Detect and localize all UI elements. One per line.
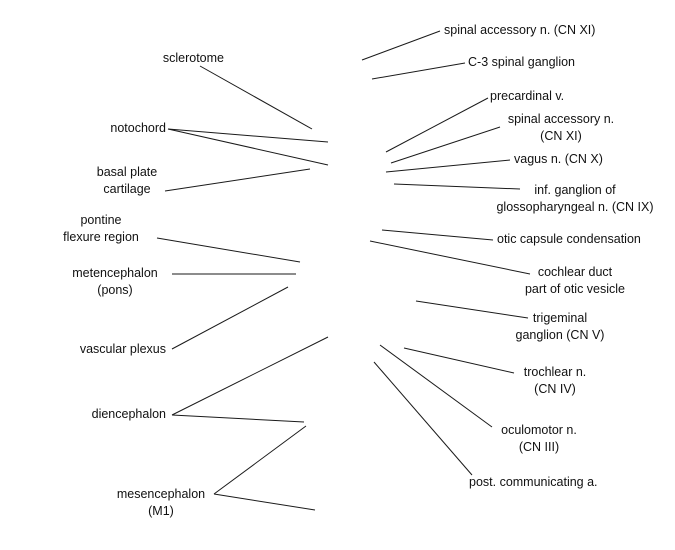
leader-mesencephalon-1 (213, 425, 307, 495)
leader-cochlear-duct (369, 240, 531, 275)
leader-inf-ganglion (393, 183, 521, 190)
leader-notochord-2 (167, 128, 329, 166)
label-vascular-plexus: vascular plexus (79, 342, 166, 356)
label-vagus-n: vagus n. (CN X) (514, 152, 603, 166)
leader-spinal-accessory-2 (390, 126, 501, 164)
label-otic-capsule-condensation: otic capsule condensation (497, 232, 641, 246)
leader-post-communicating (373, 361, 473, 476)
label-notochord: notochord (110, 121, 166, 135)
label-c3-spinal-ganglion: C-3 spinal ganglion (468, 55, 576, 69)
leader-c3-ganglion (371, 62, 466, 80)
label-diencephalon: diencephalon (91, 407, 166, 421)
leader-oculomotor (379, 344, 493, 428)
leader-vagus (385, 159, 511, 173)
label-metencephalon: metencephalon (pons) (72, 266, 158, 297)
label-cochlear-duct: cochlear duct part of otic vesicle (524, 265, 626, 296)
leader-trigeminal (415, 300, 529, 319)
label-spinal-accessory-2: spinal accessory n. (CN XI) (507, 112, 615, 143)
leader-trochlear (403, 347, 515, 374)
leader-diencephalon-1 (171, 336, 329, 416)
label-mesencephalon: mesencephalon (M1) (116, 487, 206, 518)
leader-basal-plate (164, 168, 311, 192)
leader-precardinal (385, 97, 489, 153)
label-precardinal-v: precardinal v. (490, 89, 565, 103)
leader-diencephalon-2 (171, 414, 305, 423)
label-sclerotome: sclerotome (162, 51, 224, 65)
leader-mesencephalon-2 (213, 493, 316, 511)
label-inf-ganglion-glossopharyngeal: inf. ganglion of glossopharyngeal n. (CN… (496, 183, 654, 214)
leader-vascular-plexus (171, 286, 289, 350)
label-basal-plate-cartilage: basal plate cartilage (96, 165, 158, 196)
label-trigeminal-ganglion: trigeminal ganglion (CN V) (515, 311, 605, 342)
leader-otic-capsule (381, 229, 494, 241)
label-post-communicating-a: post. communicating a. (469, 475, 598, 489)
leader-sclerotome (199, 65, 313, 130)
leader-notochord-1 (167, 128, 329, 143)
leader-pontine (156, 237, 301, 263)
label-pontine-flexure-region: pontine flexure region (63, 213, 139, 244)
leader-spinal-accessory-top (361, 30, 441, 61)
label-oculomotor-n: oculomotor n. (CN III) (501, 423, 577, 454)
label-spinal-accessory-top: spinal accessory n. (CN XI) (444, 23, 596, 37)
label-trochlear-n: trochlear n. (CN IV) (523, 365, 587, 396)
